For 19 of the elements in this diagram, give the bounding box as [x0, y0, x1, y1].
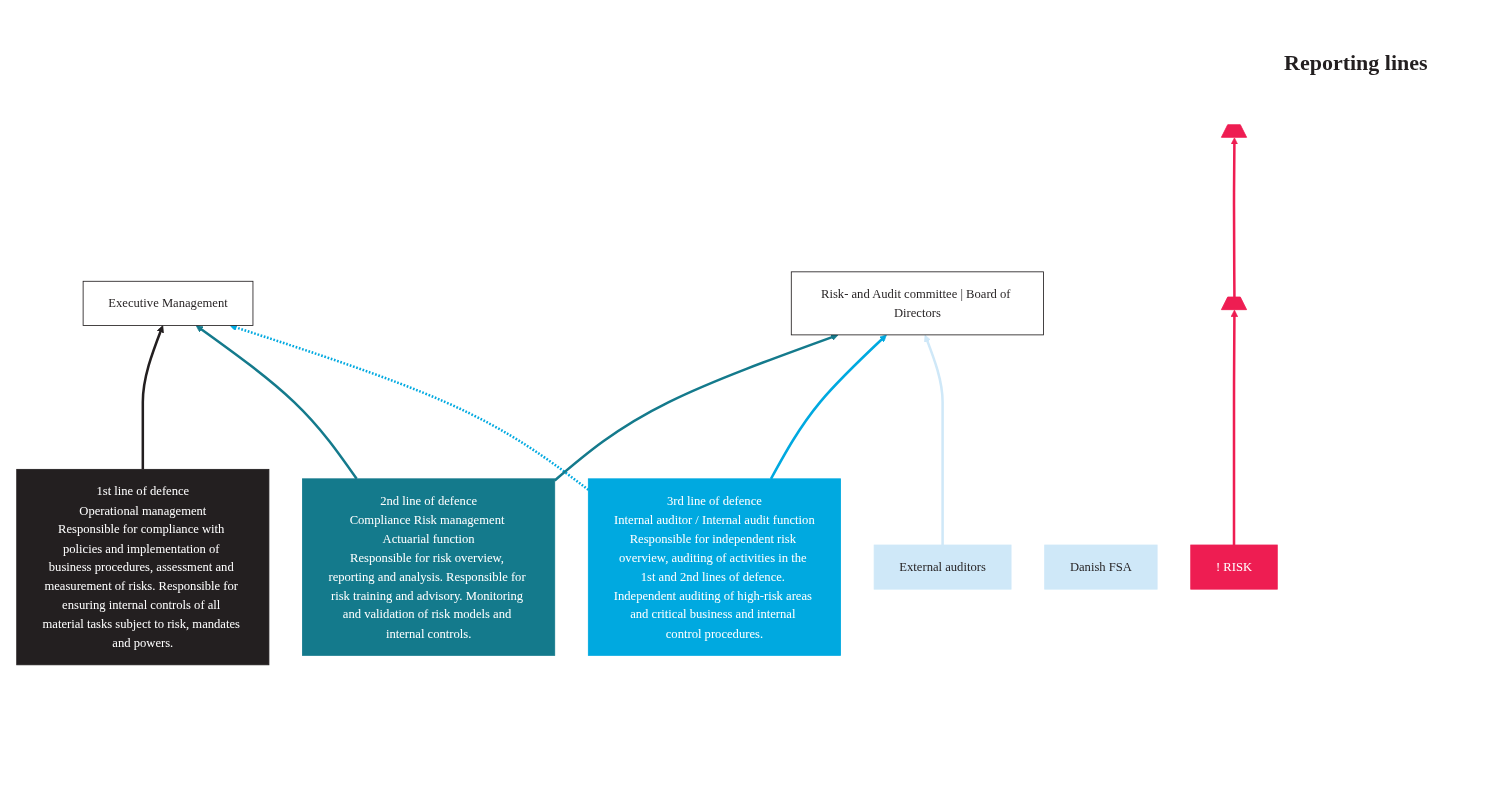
arrow: [553, 334, 839, 482]
arrow: [1230, 137, 1239, 298]
arrow: [195, 325, 358, 480]
arrow: [1230, 309, 1239, 546]
node-box: Danish FSA: [1044, 544, 1158, 590]
arrow: [141, 325, 164, 470]
arrow: [924, 334, 944, 546]
reporting-lines-label: Reporting lines: [1284, 50, 1429, 76]
node-box: Executive Management: [82, 281, 254, 327]
node-box: 1st line of defence Operational management Responsible for compliance with policies and implementation of business procedures, assessment and measurement of risks. Responsible for ensuring internal controls of all material tasks subject to risk, mandates and powers.: [16, 469, 270, 666]
arrow: [769, 334, 887, 480]
node-box: 3rd line of defence Internal auditor / Internal audit function Responsible for independent risk overview, auditing of activities in the 1st and 2nd lines of defence. Independent auditing of high-risk areas and critical business and internal control procedures.: [587, 478, 841, 656]
node-box: 2nd line of defence Compliance Risk management Actuarial function Responsible for risk overview, reporting and analysis. Responsible for risk training and advisory. Monitoring and validation of risk models and internal controls.: [302, 478, 556, 656]
node-box: External auditors: [873, 544, 1012, 590]
node-box: Risk- and Audit committee | Board of Directors: [790, 271, 1044, 336]
node-bar: [1221, 296, 1248, 311]
node-bar: [1221, 124, 1248, 138]
node-box: ! RISK: [1190, 544, 1278, 590]
arrow: [229, 324, 590, 491]
